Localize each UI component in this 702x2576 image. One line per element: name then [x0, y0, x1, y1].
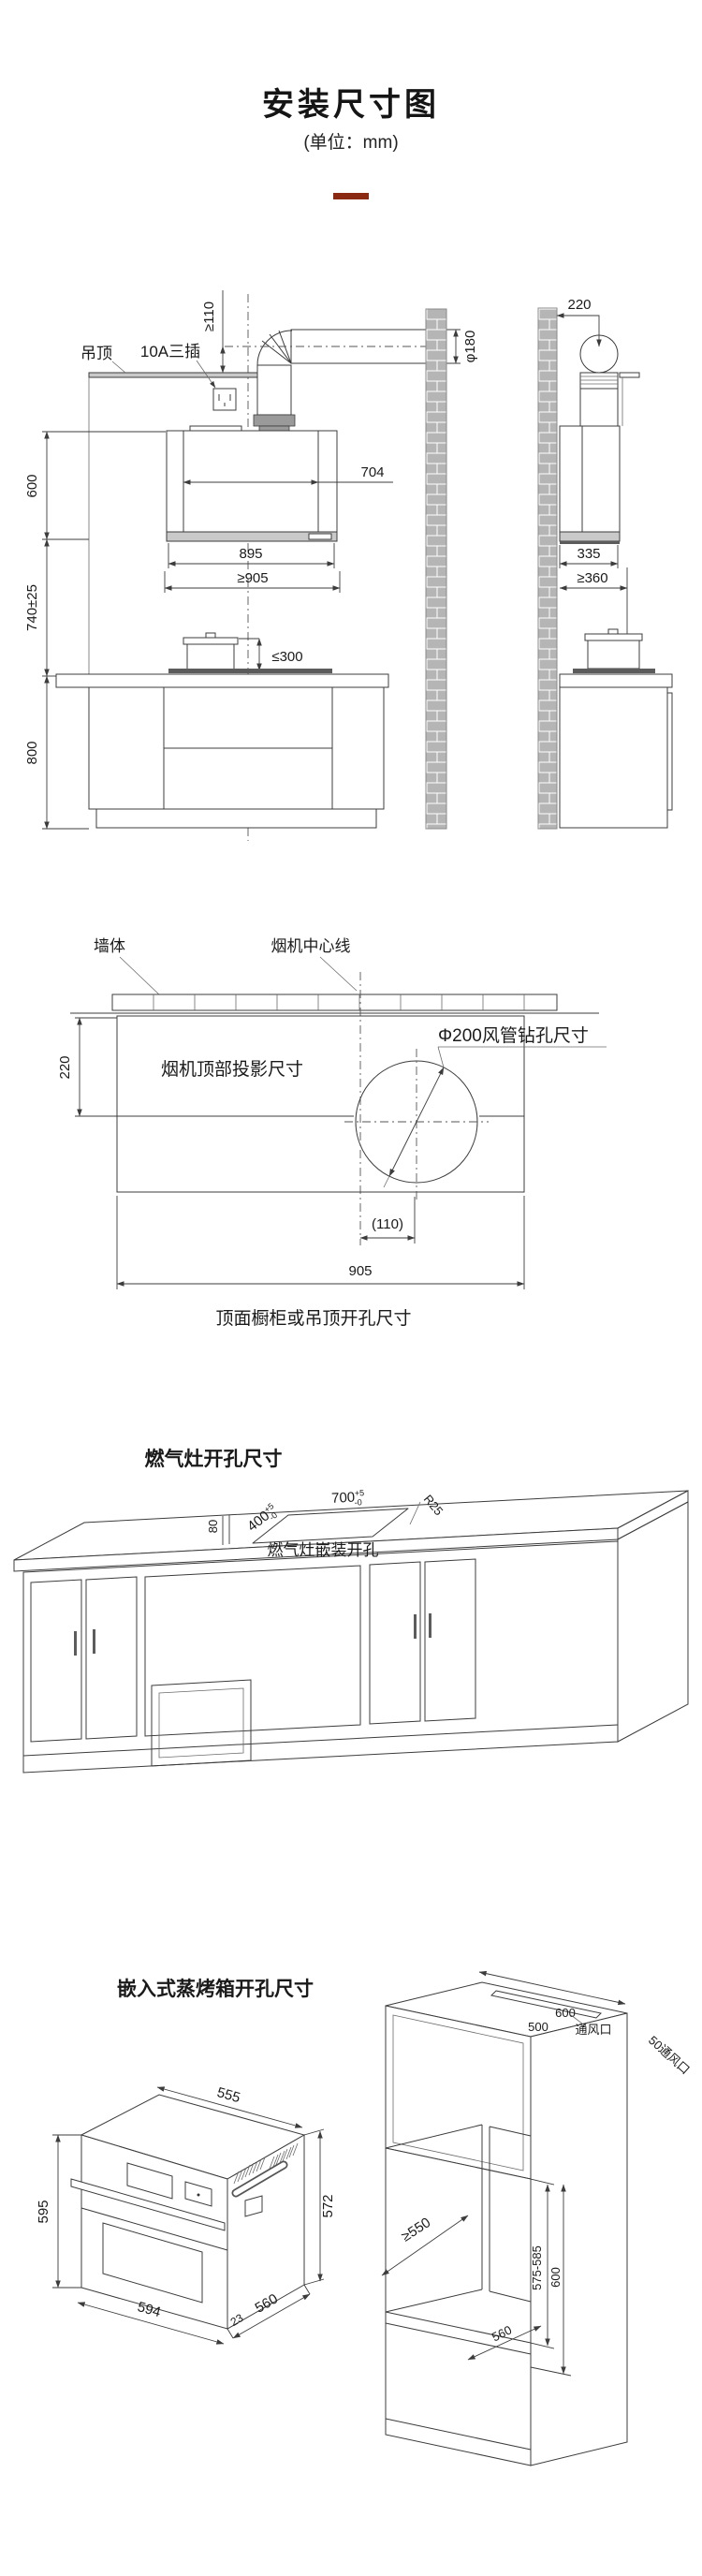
steam-oven-section: 嵌入式蒸烤箱开孔尺寸 555: [36, 1970, 693, 2466]
centerline-label: 烟机中心线: [271, 937, 351, 955]
dim-label-cab600top: 600: [555, 2006, 576, 2020]
page-title: 安装尺寸图: [262, 87, 440, 123]
dim-label-220side: 220: [567, 297, 591, 313]
ceiling-label: 吊顶: [80, 345, 112, 362]
hood-body: [166, 425, 338, 542]
wall-label: 墙体: [94, 937, 125, 955]
dim-label-23: 23: [228, 2311, 246, 2329]
stove-title: 燃气灶开孔尺寸: [145, 1448, 283, 1470]
exhaust-duct: [225, 329, 429, 433]
wall-side: [537, 307, 558, 830]
vent-label: 通风口: [575, 2023, 611, 2037]
dim-label-335: 335: [577, 546, 600, 562]
dim-label-740: 740±25: [24, 584, 40, 631]
oven-title: 嵌入式蒸烤箱开孔尺寸: [117, 1978, 314, 2000]
opening-rect: [116, 1015, 525, 1193]
cutout-label: 燃气灶嵌装开孔: [268, 1541, 379, 1559]
socket-box: [212, 388, 237, 411]
dim-label-704: 704: [360, 464, 384, 480]
dim-label-575-585: 575-585: [530, 2245, 544, 2290]
pot-front: [183, 632, 239, 671]
wall-front: [425, 308, 447, 830]
dim-label-110min: ≥110: [201, 302, 217, 331]
wall-plan-strip: [70, 994, 599, 1014]
dim-label-600: 600: [24, 474, 40, 497]
dim-label-895: 895: [239, 546, 262, 562]
dim-label-110off: (110): [372, 1216, 403, 1232]
drill-label: Φ200风管钻孔尺寸: [438, 1025, 589, 1046]
dim-label-700: 700+5-0: [331, 1488, 365, 1509]
stove-cabinet: [13, 1490, 689, 1774]
dim-label-80: 80: [206, 1520, 220, 1533]
dim-label-595: 595: [36, 2200, 51, 2223]
dim-label-360: ≥360: [577, 570, 607, 586]
dim-label-905: ≥905: [237, 570, 268, 586]
dim-label-800: 800: [24, 741, 40, 764]
accent-divider: [333, 193, 369, 199]
unit-note: (单位：mm): [303, 133, 399, 153]
hood-side-body: [559, 372, 640, 544]
gas-cooktop-section: 燃气灶开孔尺寸: [13, 1448, 689, 1774]
oven-body: [70, 2094, 306, 2330]
hood-front-view: 吊顶 10A三插 ≥11: [24, 290, 478, 841]
socket-label: 10A三插: [140, 343, 200, 361]
dim-label-905top: 905: [348, 1263, 372, 1279]
projection-label: 烟机顶部投影尺寸: [161, 1059, 303, 1080]
dim-label-555: 555: [215, 2084, 242, 2106]
dim-label-220top: 220: [57, 1055, 73, 1079]
hood-side-view: 220 335 ≥360: [537, 297, 673, 830]
dim-label-300: ≤300: [271, 649, 302, 665]
dim-label-duct-dia: φ180: [462, 331, 478, 363]
vent-note-label: 50通风口: [646, 2033, 693, 2077]
dim-label-572: 572: [320, 2194, 336, 2217]
ceiling-opening-top-view: 墙体 烟机中心线 烟机顶部投影尺寸 220 Φ200风管钻孔尺寸: [57, 937, 607, 1329]
cooktop-cutout: [252, 1508, 409, 1544]
dim-label-cab500: 500: [528, 2020, 548, 2034]
dim-label-594: 594: [136, 2299, 163, 2320]
top-view-caption: 顶面橱柜或吊顶开孔尺寸: [215, 1308, 411, 1329]
counter-side: [559, 628, 673, 829]
dim-label-cab600h: 600: [548, 2267, 563, 2288]
counter-front: [55, 669, 389, 829]
